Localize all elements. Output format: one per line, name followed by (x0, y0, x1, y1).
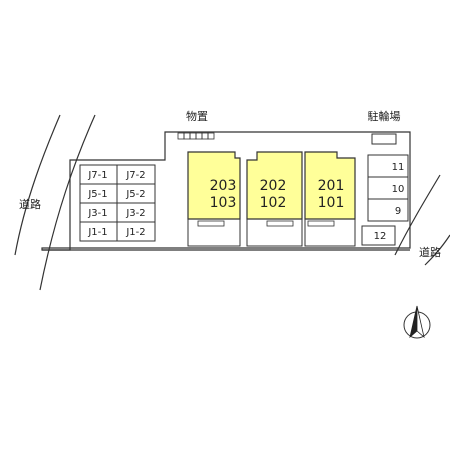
building-203-103 (187, 151, 241, 247)
building-202-102 (246, 151, 303, 247)
parking-stall-12: 12 (374, 231, 387, 242)
road-label-left: 道路 (19, 197, 41, 211)
parking-lot-j1-2: J1-2 (125, 227, 145, 238)
unit-201: 201 (318, 178, 345, 194)
storage-bins (177, 132, 215, 140)
road-edge-left-outer (14, 114, 61, 256)
unit-203: 203 (210, 178, 237, 194)
left-parking-grid (79, 164, 156, 242)
parking-stall-9: 9 (395, 206, 401, 217)
parking-lot-j1-1: J1-1 (87, 227, 107, 238)
road-edge-left-inner (39, 114, 96, 291)
parking-lot-j7-2: J7-2 (125, 170, 145, 181)
parking-lot-j5-1: J5-1 (87, 189, 107, 200)
bike-parking-label: 駐輪場 (368, 109, 401, 123)
parking-stall-11: 11 (392, 162, 405, 173)
road-edge-right-bottom (424, 234, 450, 266)
road-label-right: 道路 (419, 245, 441, 259)
unit-102: 102 (260, 195, 287, 211)
unit-202: 202 (260, 178, 287, 194)
parking-stall-10: 10 (392, 184, 405, 195)
building-201-101 (304, 151, 356, 247)
storage-label: 物置 (186, 109, 208, 123)
parking-lot-j7-1: J7-1 (87, 170, 107, 181)
north-arrow-icon (403, 305, 431, 339)
road-edge-right-top (394, 174, 441, 256)
parking-lot-j3-2: J3-2 (125, 208, 145, 219)
unit-101: 101 (318, 195, 345, 211)
unit-103: 103 (210, 195, 237, 211)
right-parking-stalls (361, 154, 409, 246)
parking-lot-j5-2: J5-2 (125, 189, 145, 200)
parking-lot-j3-1: J3-1 (87, 208, 107, 219)
bike-parking-area (371, 133, 397, 145)
